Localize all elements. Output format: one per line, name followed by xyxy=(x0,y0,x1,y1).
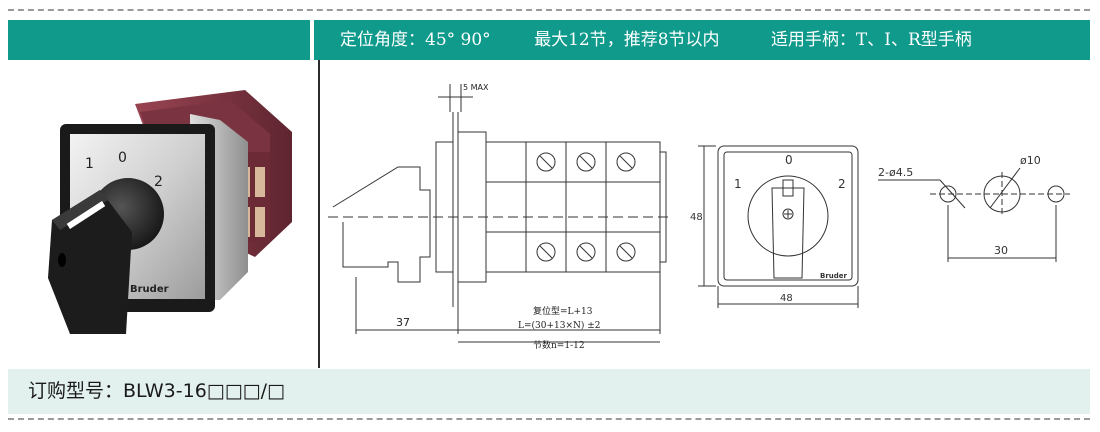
front-brand: Bruder xyxy=(820,272,848,280)
formula-length: L=(30+13×N) ±2 xyxy=(518,320,601,331)
formula-sections: 节数n=1-12 xyxy=(533,339,585,351)
front-label-2: 2 xyxy=(838,177,846,191)
photo-label-0: 0 xyxy=(118,150,127,166)
max-label: 5 MAX xyxy=(463,83,489,92)
front-view-drawing: 0 1 2 48 48 Bruder xyxy=(690,145,859,308)
handle-spec: 适用手柄：T、I、R型手柄 xyxy=(770,30,972,50)
vertical-divider xyxy=(318,60,320,368)
hole-spacing-label: 30 xyxy=(994,244,1008,257)
photo-brand: Bruder xyxy=(130,284,169,295)
header-specs: 定位角度：45° 90° 最大12节，推荐8节以内 适用手柄：T、I、R型手柄 xyxy=(340,20,972,60)
order-model: 订购型号：BLW3-16□□□/□ xyxy=(28,380,285,402)
photo-label-2: 2 xyxy=(154,174,163,190)
dim-37: 37 xyxy=(396,316,410,329)
front-label-1: 1 xyxy=(734,177,742,191)
handle xyxy=(48,190,132,334)
formula-reset: 复位型=L+13 xyxy=(533,305,593,317)
big-hole-label: ø10 xyxy=(1020,154,1041,167)
photo-label-1: 1 xyxy=(85,156,94,172)
side-view-drawing: 5 MAX 37 复位型=L+13 L=(30+13×N) ±2 节数n=1-1… xyxy=(328,83,673,351)
product-photo: 1 0 2 Bruder xyxy=(48,90,292,334)
footer-band: 订购型号：BLW3-16□□□/□ xyxy=(8,369,1090,414)
angle-spec: 定位角度：45° 90° xyxy=(340,30,491,50)
header-gap xyxy=(310,20,314,60)
bottom-dashed-divider xyxy=(8,418,1090,420)
top-dashed-divider xyxy=(8,9,1090,11)
front-dim-width: 48 xyxy=(780,293,793,304)
mounting-hole-drawing: 2-ø4.5 ø10 30 xyxy=(878,154,1070,262)
front-dim-height: 48 xyxy=(690,212,703,223)
header-band xyxy=(8,20,1090,60)
sections-spec: 最大12节，推荐8节以内 xyxy=(534,30,720,50)
small-hole-label: 2-ø4.5 xyxy=(878,166,913,179)
front-label-0: 0 xyxy=(785,153,793,167)
